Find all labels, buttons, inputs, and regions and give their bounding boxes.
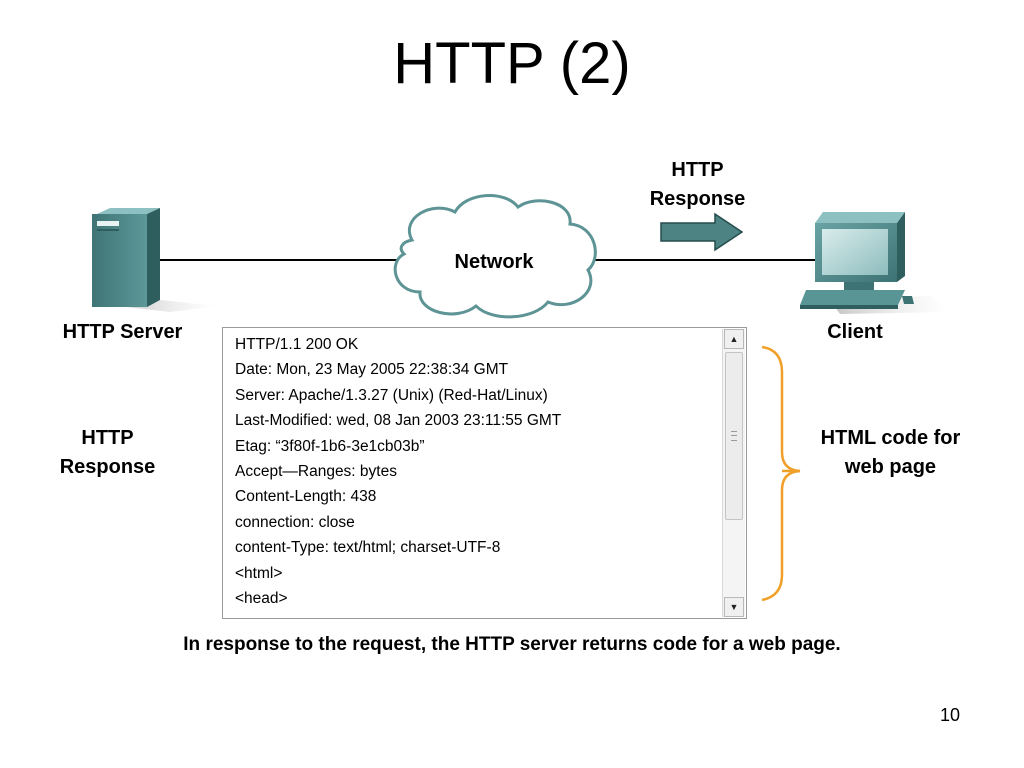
code-line: connection: close <box>235 513 355 531</box>
code-line: Etag: “3f80f-1b6-3e1cb03b” <box>235 437 425 455</box>
right-note-line2: web page <box>844 456 937 478</box>
scroll-up-icon[interactable]: ▲ <box>724 329 744 349</box>
client-label: Client <box>827 321 883 343</box>
code-line: Accept—Ranges: bytes <box>235 462 397 480</box>
slide-caption: In response to the request, the HTTP ser… <box>183 634 841 655</box>
client-computer-icon <box>800 212 950 314</box>
right-note-line1: HTML code for <box>820 427 961 449</box>
code-line: <html> <box>235 564 283 582</box>
vertical-scrollbar[interactable]: ▲ ▼ <box>722 329 745 617</box>
code-line: Server: Apache/1.3.27 (Unix) (Red-Hat/Li… <box>235 386 548 404</box>
response-arrow-icon <box>660 212 744 252</box>
response-code-lines: HTTP/1.1 200 OK Date: Mon, 23 May 2005 2… <box>235 332 715 611</box>
code-line: content-Type: text/html; charset-UTF-8 <box>235 539 501 557</box>
network-label: Network <box>454 251 534 273</box>
code-line: Last-Modified: wed, 08 Jan 2003 23:11:55… <box>235 412 562 430</box>
cloud-icon <box>393 194 597 319</box>
code-line: <head> <box>235 589 288 607</box>
arrow-label: HTTP Response <box>640 156 755 214</box>
grip-icon <box>731 431 737 441</box>
server-icon <box>92 208 218 312</box>
response-code-box[interactable]: HTTP/1.1 200 OK Date: Mon, 23 May 2005 2… <box>222 327 747 619</box>
code-line: Date: Mon, 23 May 2005 22:38:34 GMT <box>235 361 509 379</box>
left-note-line1: HTTP <box>81 427 134 449</box>
left-note-line2: Response <box>59 456 156 478</box>
arrow-label-line1: HTTP <box>671 159 724 181</box>
scroll-down-icon[interactable]: ▼ <box>724 597 744 617</box>
arrow-label-line2: Response <box>649 188 746 210</box>
code-line: Content-Length: 438 <box>235 488 377 506</box>
scrollbar-thumb[interactable] <box>725 352 743 520</box>
right-note: HTML code for web page <box>808 424 973 482</box>
code-line: HTTP/1.1 200 OK <box>235 336 359 353</box>
server-label: HTTP Server <box>62 321 183 343</box>
bracket-icon <box>761 345 801 602</box>
page-number: 10 <box>939 705 960 725</box>
slide-title: HTTP (2) <box>393 31 631 96</box>
left-note: HTTP Response <box>50 424 165 482</box>
